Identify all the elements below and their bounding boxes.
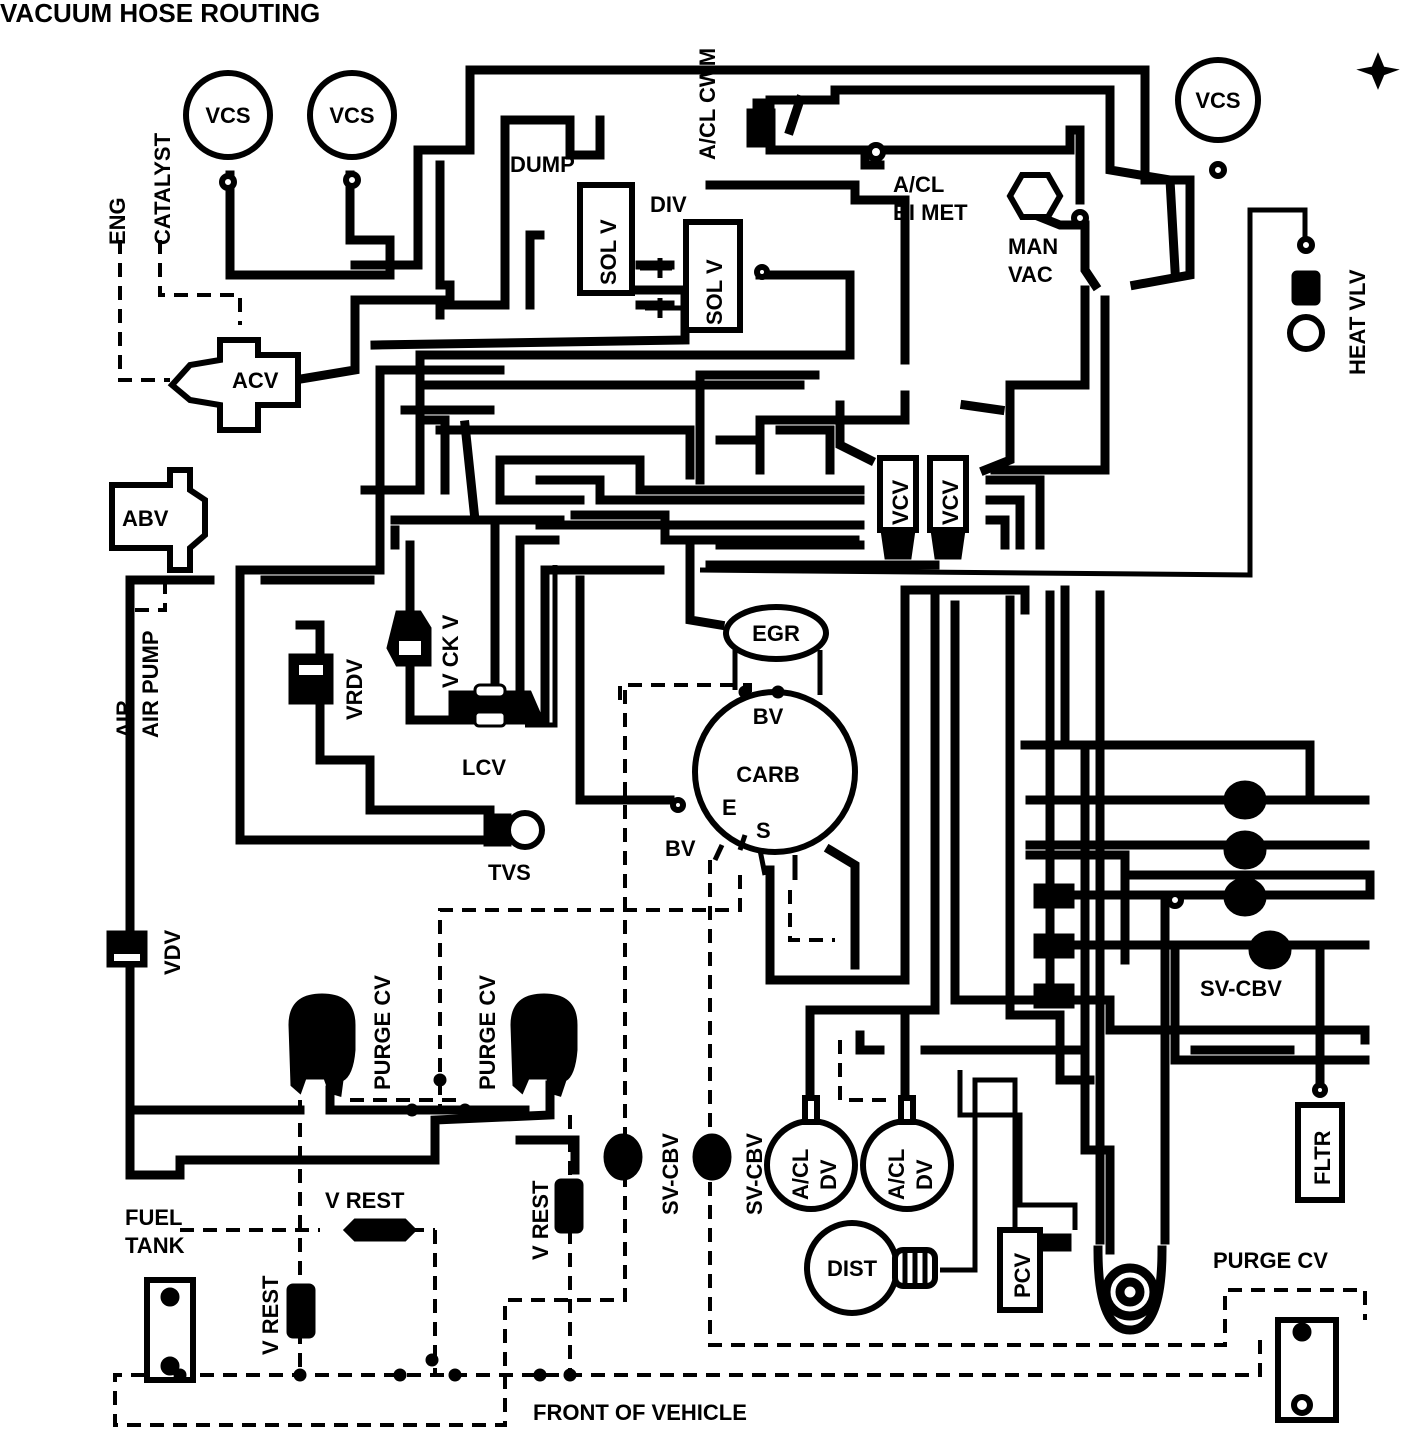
vapor-canister-right [1275, 1317, 1339, 1423]
lcv-valve: LCV [448, 683, 543, 780]
vcs-sensor-right: VCS [1175, 57, 1261, 179]
vrdv-valve: VRDV [288, 653, 367, 720]
hose-network [125, 65, 1375, 1273]
egr-valve: EGR [723, 604, 829, 695]
svg-text:LCV: LCV [462, 755, 506, 780]
svg-text:A/CL: A/CL [884, 1149, 909, 1200]
svg-text:ABV: ABV [122, 506, 169, 531]
sv-cbv-valve-right: SV-CBV [692, 1133, 767, 1215]
fuel-tank-label-2: TANK [125, 1233, 185, 1258]
filter: FLTR [1295, 1082, 1345, 1203]
svg-text:HEAT VLV: HEAT VLV [1345, 269, 1370, 375]
pcv-valve: PCV [997, 1227, 1072, 1313]
heat-valve: HEAT VLV [1287, 236, 1370, 375]
svg-text:E: E [722, 795, 737, 820]
svg-text:VRDV: VRDV [342, 659, 367, 720]
tvs-switch: TVS [483, 810, 545, 885]
acl-dv-right: A/CL DV [860, 1095, 954, 1212]
svg-text:SV-CBV: SV-CBV [742, 1133, 767, 1215]
svg-text:BV: BV [753, 704, 784, 729]
svg-text:SOL V: SOL V [596, 219, 621, 285]
svg-text:TVS: TVS [488, 860, 531, 885]
svg-text:DIST: DIST [827, 1256, 878, 1281]
vacuum-coil [1093, 1245, 1167, 1335]
acl-bimet-label-2: BI MET [893, 200, 968, 225]
distributor: DIST [804, 1220, 938, 1316]
purge-cv-middle: PURGE CV [475, 975, 578, 1097]
svg-text:V REST: V REST [528, 1180, 553, 1260]
svg-text:ACV: ACV [232, 368, 279, 393]
svg-text:FLTR: FLTR [1310, 1130, 1335, 1185]
vcs-sensor-middle: VCS [307, 70, 397, 189]
abv-valve: ABV [109, 467, 208, 573]
svg-text:A/CL CWM: A/CL CWM [695, 48, 720, 160]
v-rest-vertical-right: V REST [528, 1178, 584, 1260]
svg-text:SOL V: SOL V [702, 259, 727, 325]
svg-text:V REST: V REST [325, 1188, 405, 1213]
acv-valve: ACV [167, 337, 301, 433]
svg-text:VDV: VDV [160, 929, 185, 975]
svg-text:V REST: V REST [258, 1275, 283, 1355]
fuel-tank-label-1: FUEL [125, 1205, 182, 1230]
div-solenoid-valve: SOL V [645, 219, 770, 333]
svg-text:CARB: CARB [736, 762, 800, 787]
div-label: DIV [650, 192, 687, 217]
sv-cbv-valve-left: SV-CBV [603, 1133, 683, 1215]
dashed-lines [113, 240, 1367, 1427]
sv-cbv-cluster [1033, 780, 1292, 1009]
fuel-tank [144, 1277, 196, 1383]
svg-text:VCV: VCV [888, 479, 913, 525]
vcv-valve-right: VCV [927, 455, 969, 560]
svg-text:VCV: VCV [938, 479, 963, 525]
vcv-valve-left: VCV [877, 455, 919, 560]
svg-text:SV-CBV: SV-CBV [658, 1133, 683, 1215]
bv-lower-label: BV [665, 836, 696, 861]
svg-text:VAC: VAC [1008, 262, 1053, 287]
front-of-vehicle-label: FRONT OF VEHICLE [533, 1400, 747, 1425]
air-pump-label: AIR PUMP [138, 630, 163, 738]
svg-text:DV: DV [816, 1159, 841, 1190]
man-vac-fitting: MAN VAC [1006, 172, 1089, 287]
svg-text:PCV: PCV [1010, 1252, 1035, 1298]
svg-text:MAN: MAN [1008, 234, 1058, 259]
svg-text:A/CL: A/CL [788, 1149, 813, 1200]
carburetor: BV CARB E S [670, 685, 858, 880]
svg-text:V CK V: V CK V [438, 614, 463, 688]
catalyst-label: CATALYST [150, 132, 175, 245]
acl-bimet-port [866, 142, 886, 162]
svg-text:VCS: VCS [205, 103, 250, 128]
svg-text:VCS: VCS [329, 103, 374, 128]
svg-text:DV: DV [912, 1159, 937, 1190]
eng-label: ENG [105, 197, 130, 245]
purge-cv-left: PURGE CV [288, 975, 395, 1097]
v-ck-v-valve: V CK V [386, 610, 463, 688]
v-rest-vertical-left: V REST [258, 1275, 316, 1355]
star-mark-icon [1356, 52, 1400, 90]
vcs-sensor-left: VCS [183, 70, 273, 191]
acl-bimet-label-1: A/CL [893, 172, 944, 197]
vdv-valve: VDV [106, 929, 185, 975]
connector-dots [173, 1073, 577, 1382]
dump-solenoid-valve: SOL V [577, 182, 672, 296]
svg-text:S: S [756, 818, 771, 843]
dump-label: DUMP [510, 152, 575, 177]
svg-text:PURGE CV: PURGE CV [475, 975, 500, 1090]
svg-text:PURGE CV: PURGE CV [370, 975, 395, 1090]
svg-text:EGR: EGR [752, 621, 800, 646]
purge-cv-label-right: PURGE CV [1213, 1248, 1328, 1273]
svg-text:VCS: VCS [1195, 88, 1240, 113]
sv-cbv-label-right: SV-CBV [1200, 976, 1282, 1001]
diagram-title: VACUUM HOSE ROUTING [0, 0, 320, 28]
acl-cwm-component: A/CL CWM [695, 48, 776, 160]
air-pump-label-1: AIR [112, 700, 137, 738]
v-rest-horizontal: V REST [325, 1188, 418, 1242]
acl-dv-left: A/CL DV [764, 1095, 858, 1212]
